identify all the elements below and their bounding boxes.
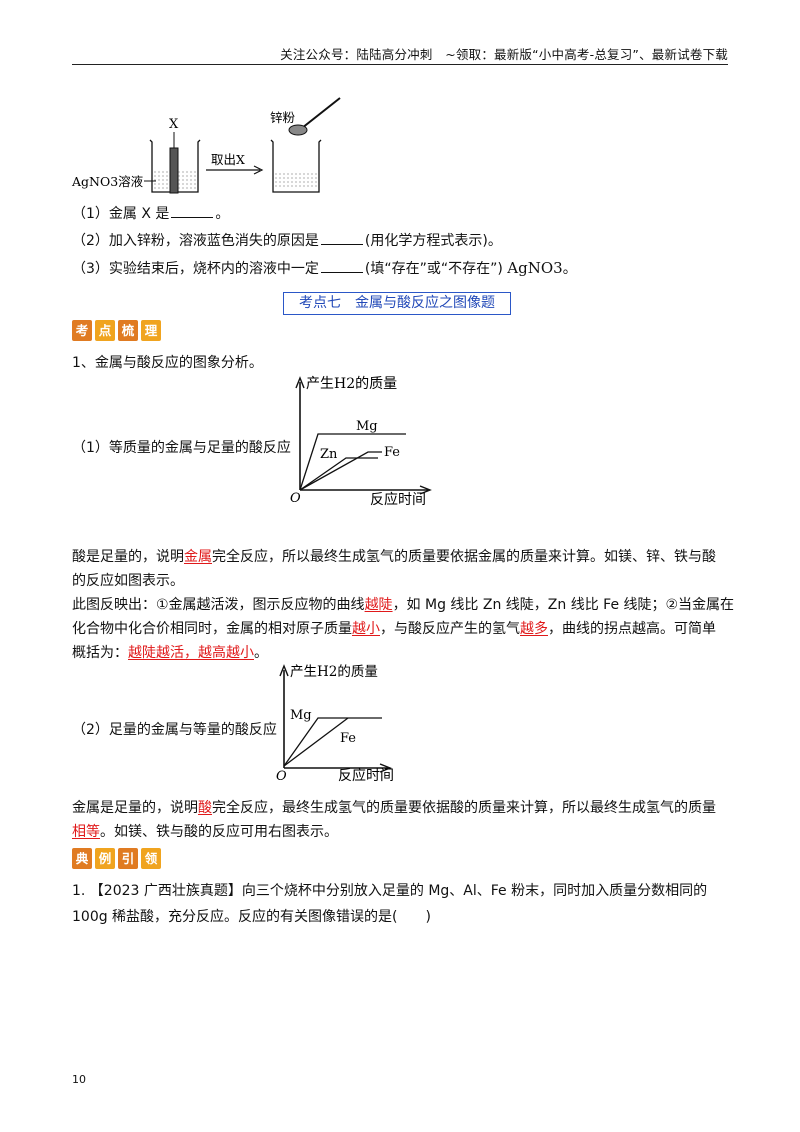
label-solution: AgNO3溶液 <box>71 174 144 189</box>
example-line1: 1. 【2023 广西壮族真题】向三个烧杯中分别放入足量的 Mg、Al、Fe 粉… <box>72 883 708 899</box>
series-mg-line <box>299 433 406 491</box>
origin-label: O <box>276 769 287 784</box>
series-fe-line <box>299 451 382 491</box>
beaker-right <box>270 139 322 193</box>
graph1: 产生H2的质量 O 反应时间 Mg Zn Fe <box>290 376 432 507</box>
origin-label: O <box>290 491 301 506</box>
page-number: 10 <box>72 1073 86 1086</box>
series-zn-line <box>299 457 378 491</box>
series-mg-line <box>283 717 382 767</box>
label-x: X <box>169 117 179 132</box>
badge-dianli: 典例引领 <box>72 848 161 869</box>
page-header: 关注公众号：陆陆高分冲刺 ~领取：最新版“小中高考-总复习”、最新试卷下载 <box>280 47 728 62</box>
formula-agno3: AgNO3 <box>507 259 563 277</box>
graph1-caption: （1）等质量的金属与足量的酸反应 <box>72 440 291 456</box>
label-zinc: 锌粉 <box>270 110 296 125</box>
x-axis-label: 反应时间 <box>370 491 426 507</box>
question-3: （3）实验结束后，烧杯内的溶液中一定(填“存在”或“不存在”) AgNO3。 <box>72 259 577 277</box>
series-mg-label: Mg <box>290 708 312 723</box>
arrow-label: 取出X <box>211 152 245 167</box>
metal-x-strip <box>169 147 179 194</box>
para2-line2: 相等。如镁、铁与酸的反应可用右图表示。 <box>72 824 338 840</box>
example-line2: 100g 稀盐酸，充分反应。反应的有关图像错误的是( ) <box>72 909 431 925</box>
para1-line2: 的反应如图表示。 <box>72 573 184 589</box>
answer-blank <box>171 205 214 218</box>
series-fe-label: Fe <box>384 445 400 460</box>
para1-line5: 概括为：越陡越活，越高越小。 <box>72 645 268 661</box>
answer-blank <box>320 260 363 273</box>
graph2-caption: （2）足量的金属与等量的酸反应 <box>72 722 277 738</box>
answer-blank <box>320 232 363 245</box>
y-axis-label: 产生H2的质量 <box>306 376 397 392</box>
spoon-icon <box>288 97 341 136</box>
series-zn-label: Zn <box>320 447 338 462</box>
para2-line1: 金属是足量的，说明酸完全反应，最终生成氢气的质量要依据酸的质量来计算，所以最终生… <box>72 800 716 816</box>
series-mg-label: Mg <box>356 419 378 434</box>
series-fe-label: Fe <box>340 731 356 746</box>
question-2: （2）加入锌粉，溶液蓝色消失的原因是(用化学方程式表示)。 <box>72 232 502 249</box>
para1-line1: 酸是足量的，说明金属完全反应，所以最终生成氢气的质量要依据金属的质量来计算。如镁… <box>72 549 716 565</box>
graph2: 产生H2的质量 O 反应时间 Mg Fe <box>276 664 394 784</box>
badge-kaodian: 考点梳理 <box>72 320 161 341</box>
intro-text: 1、金属与酸反应的图象分析。 <box>72 355 263 371</box>
section-title: 考点七 金属与酸反应之图像题 <box>283 292 511 315</box>
x-axis-label: 反应时间 <box>338 767 394 784</box>
y-axis-label: 产生H2的质量 <box>290 664 378 680</box>
para1-line4: 化合物中化合价相同时，金属的相对原子质量越小，与酸反应产生的氢气越多，曲线的拐点… <box>72 621 716 637</box>
apparatus-figure: X AgNO3溶液 取出X 锌粉 <box>71 97 341 194</box>
series-fe-line <box>283 717 349 767</box>
para1-line3: 此图反映出：①金属越活泼，图示反应物的曲线越陡，如 Mg 线比 Zn 线陡，Zn… <box>72 597 735 613</box>
header-rule <box>72 64 728 65</box>
question-1: （1）金属 X 是。 <box>72 205 230 222</box>
